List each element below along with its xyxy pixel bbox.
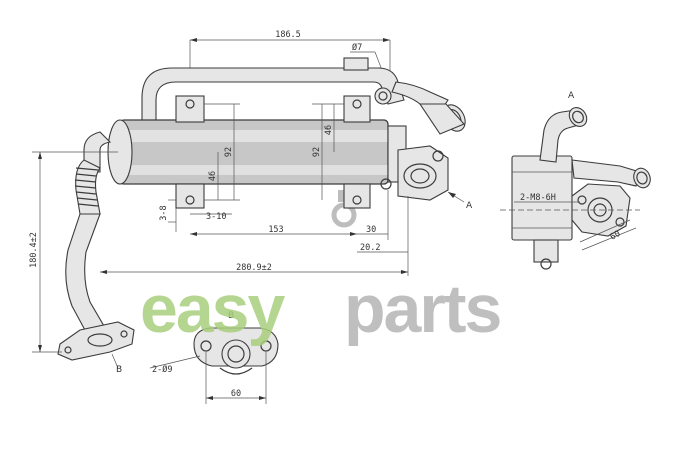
dimension-base: 3-8 3-10 bbox=[159, 199, 232, 232]
side-view-a: A 2-M8-6H 60 bbox=[500, 91, 651, 270]
dim-base-3-10: 3-10 bbox=[206, 212, 226, 222]
dim-small-46: 46 bbox=[324, 125, 334, 135]
watermark-easy: easy bbox=[140, 271, 285, 347]
dim-holes: 2-Ø9 bbox=[152, 364, 172, 375]
lower-pipe: B bbox=[57, 159, 135, 375]
view-a-arrow: A bbox=[447, 191, 473, 211]
dim-small-92: 92 bbox=[312, 147, 322, 157]
easyparts-watermark: easy parts bbox=[140, 271, 502, 347]
flange-view-b: B 2-Ø9 60 bbox=[149, 311, 279, 404]
dimension-heights: 92 46 92 46 bbox=[204, 103, 344, 201]
dim-length-280: 280.9±2 bbox=[236, 263, 272, 273]
dim-length-30: 30 bbox=[366, 225, 376, 235]
view-b-arrow-label: B bbox=[116, 365, 122, 375]
dim-length-20-2: 20.2 bbox=[360, 243, 380, 253]
view-b-title: B bbox=[228, 311, 234, 321]
dim-flange-60: 60 bbox=[231, 389, 241, 399]
dim-pipe-dia: Ø7 bbox=[352, 42, 362, 53]
dimension-lengths: 153 30 20.2 280.9±2 bbox=[100, 190, 409, 276]
bypass-pipe bbox=[141, 57, 466, 135]
dim-overall-width: 186.5 bbox=[275, 30, 301, 40]
dim-height-92: 92 bbox=[224, 147, 234, 157]
dimension-180: 180.4±2 bbox=[29, 151, 118, 353]
view-a-arrow-label: A bbox=[466, 201, 473, 211]
corrugation bbox=[74, 167, 99, 207]
dim-flange-side-60: 60 bbox=[609, 229, 623, 243]
view-a-title: A bbox=[568, 91, 575, 101]
dim-base-3-8: 3-8 bbox=[159, 205, 169, 220]
dim-height-46: 46 bbox=[208, 171, 218, 181]
dim-height-180: 180.4±2 bbox=[29, 232, 39, 268]
cooler-body bbox=[83, 95, 449, 209]
dim-thread: 2-M8-6H bbox=[520, 193, 556, 203]
dim-length-153: 153 bbox=[268, 225, 283, 235]
watermark-parts: parts bbox=[344, 271, 500, 347]
